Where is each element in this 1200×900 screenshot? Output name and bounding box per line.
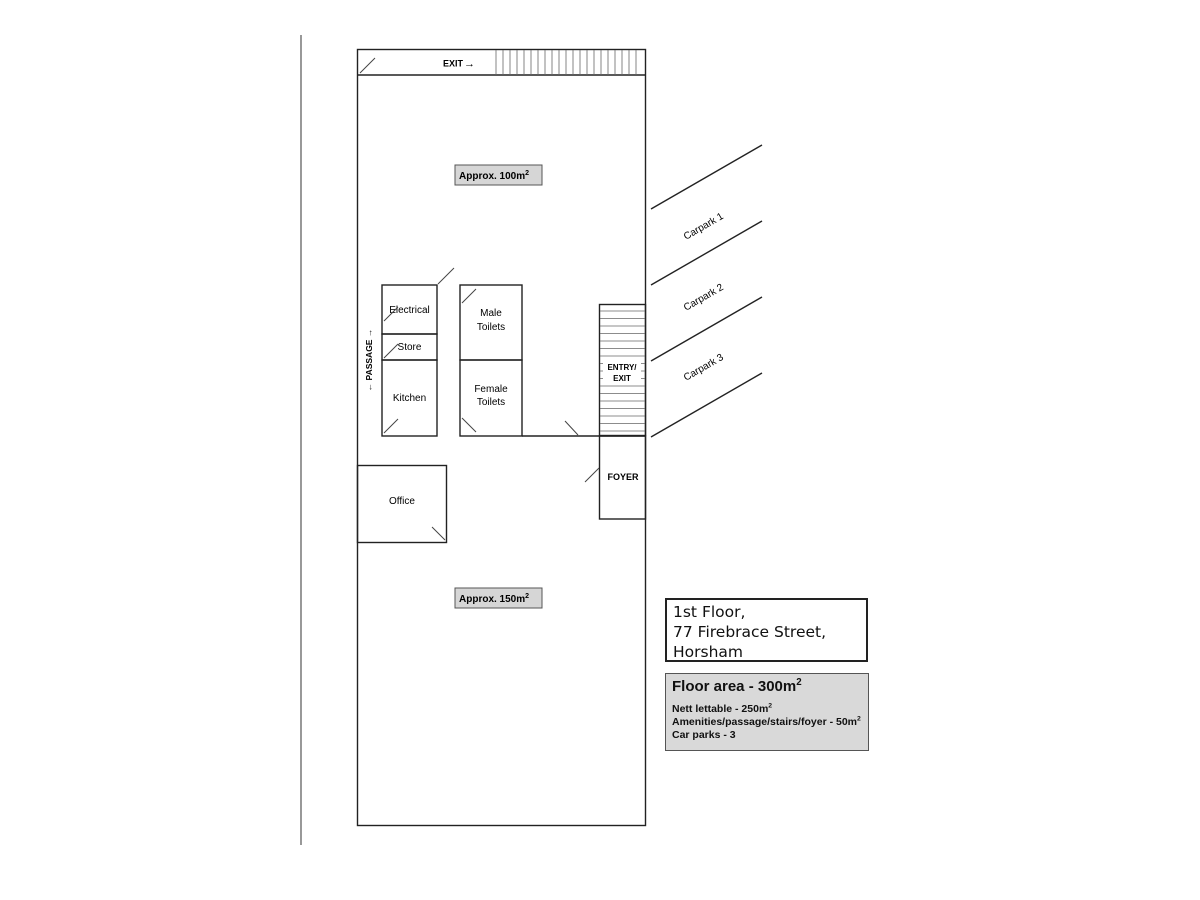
room-female-toilets-label-2: Toilets <box>477 397 505 408</box>
address-box: 1st Floor, 77 Firebrace Street, Horsham <box>665 598 868 662</box>
carpark-divider-3 <box>650 296 763 362</box>
room-kitchen <box>381 359 438 437</box>
room-office-label: Office <box>389 496 415 507</box>
carpark-3-label: Carpark 3 <box>682 352 726 384</box>
door-foyer <box>584 467 600 483</box>
address-line-1: 1st Floor, <box>673 603 746 621</box>
carpark-1-label: Carpark 1 <box>682 211 726 243</box>
exit-label: EXIT <box>443 59 464 69</box>
room-female-toilets <box>459 359 523 437</box>
room-kitchen-label: Kitchen <box>393 393 426 404</box>
room-male-toilets-label-2: Toilets <box>477 322 505 333</box>
carpark-2-label: Carpark 2 <box>682 282 726 314</box>
room-store-label: Store <box>398 342 422 353</box>
exit-door-swing <box>359 57 376 74</box>
room-electrical-label: Electrical <box>389 305 430 316</box>
door-office <box>431 526 446 541</box>
door-kitchen <box>383 418 399 434</box>
carpark-divider-1 <box>650 144 763 210</box>
entry-exit-label: ENTRY/ <box>607 363 637 372</box>
area-label-top: Approx. 100m2 <box>459 170 529 182</box>
amenities-area: Amenities/passage/stairs/foyer - 50m2 <box>672 715 861 728</box>
room-foyer-label: FOYER <box>607 472 639 482</box>
entry-exit-label-bg <box>603 361 641 384</box>
room-female-toilets-label: Female <box>474 384 508 395</box>
room-office <box>356 464 448 544</box>
carpark-divider-4 <box>650 372 763 438</box>
area-badge-bottom <box>454 587 543 609</box>
car-parks-count: Car parks - 3 <box>672 729 736 741</box>
door-electrical <box>383 306 399 322</box>
exit-stairs <box>495 50 637 75</box>
floor-area-summary: Floor area - 300m2 Nett lettable - 250m2… <box>665 673 869 751</box>
nett-lettable: Nett lettable - 250m2 <box>672 702 773 715</box>
door-female-toilets <box>461 417 477 433</box>
exit-arrow-icon: → <box>464 58 475 70</box>
floor-area-title: Floor area - 300m2 <box>672 677 802 695</box>
address-line-2: 77 Firebrace Street, <box>673 623 827 641</box>
door-male-toilets <box>461 288 477 304</box>
door-store <box>383 343 399 359</box>
door-corridor <box>564 420 579 436</box>
room-male-toilets-label: Male <box>480 308 502 319</box>
passage-label: ← PASSAGE → <box>364 329 374 392</box>
carpark-divider-2 <box>650 220 763 286</box>
area-badge-top <box>454 164 543 186</box>
door-amenity-top <box>437 267 455 285</box>
room-foyer <box>598 435 647 520</box>
address-line-3: Horsham <box>673 643 744 661</box>
entry-exit-label-2: EXIT <box>613 374 631 383</box>
area-label-bottom: Approx. 150m2 <box>459 593 529 605</box>
